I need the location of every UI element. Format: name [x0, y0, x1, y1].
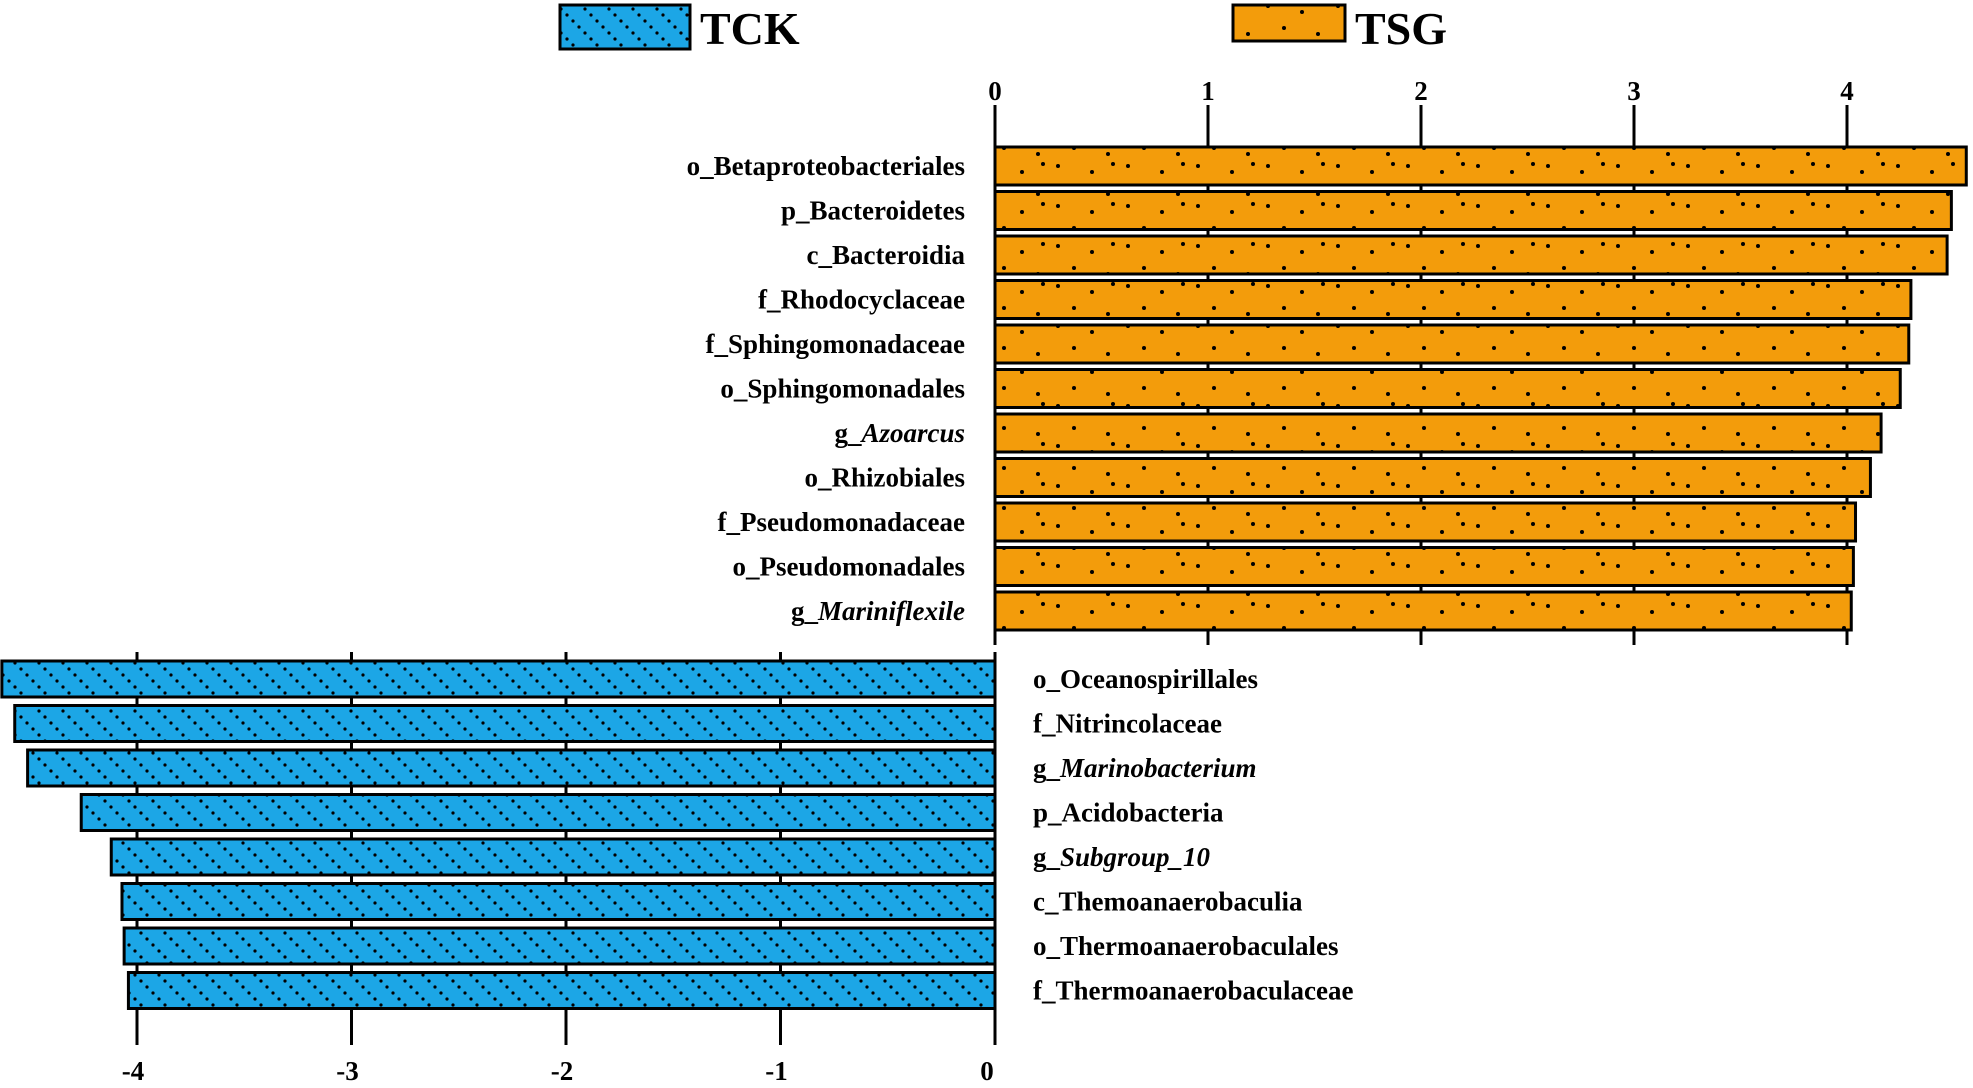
taxon-name: Sphingomonadaceae: [728, 329, 965, 359]
taxon-prefix: f_: [1033, 976, 1056, 1006]
taxon-name: Pseudomonadaceae: [740, 507, 965, 537]
tck-bar: [126, 971, 997, 1010]
tck-bar: [120, 882, 997, 921]
taxon-name: Oceanospirillales: [1060, 664, 1258, 694]
tsg-category-label: f_Sphingomonadaceae: [705, 329, 965, 359]
taxon-name: Azoarcus: [859, 418, 965, 448]
taxon-name: Pseudomonadales: [759, 552, 965, 582]
taxon-prefix: g_: [1033, 753, 1061, 783]
tck-bar: [109, 837, 997, 877]
tck-tick-label: -2: [551, 1056, 574, 1086]
tck-tick-label: 0: [980, 1056, 994, 1086]
tck-category-label: f_Nitrincolaceae: [1033, 709, 1222, 739]
taxon-prefix: f_: [758, 285, 781, 315]
taxon-name: Mariniflexile: [817, 596, 965, 626]
taxon-name: Themoanaerobaculia: [1058, 887, 1303, 917]
tsg-category-label: p_Bacteroidetes: [781, 196, 965, 226]
tsg-bar: [993, 546, 1855, 587]
tsg-bar: [993, 412, 1883, 454]
tsg-category-label: o_Rhizobiales: [804, 463, 965, 493]
tck-tick-label: -4: [122, 1056, 145, 1086]
taxon-prefix: f_: [705, 329, 728, 359]
taxon-name: Thermoanaerobaculaceae: [1056, 976, 1354, 1006]
tsg-bar: [993, 323, 1911, 365]
taxon-prefix: p_: [1033, 798, 1062, 828]
tck-category-label: g_Marinobacterium: [1033, 753, 1257, 783]
taxon-name: Subgroup_10: [1060, 842, 1211, 872]
tsg-category-label: o_Betaproteobacteriales: [687, 151, 965, 181]
taxon-name: Sphingomonadales: [747, 374, 965, 404]
legend-label-tsg: TSG: [1355, 3, 1447, 54]
taxon-prefix: g_: [1033, 842, 1061, 872]
tsg-category-label: f_Pseudomonadaceae: [718, 507, 966, 537]
tsg-bar: [993, 190, 1953, 231]
tsg-bar: [993, 590, 1853, 632]
taxon-prefix: o_: [732, 552, 760, 582]
taxon-prefix: f_: [1033, 709, 1056, 739]
taxon-name: Nitrincolaceae: [1056, 709, 1222, 739]
taxon-prefix: g_: [791, 596, 819, 626]
taxon-prefix: o_: [687, 151, 715, 181]
tck-bar: [26, 748, 997, 788]
tck-category-label: o_Oceanospirillales: [1033, 664, 1258, 694]
tsg-tick-label: 1: [1201, 76, 1215, 106]
taxon-prefix: f_: [718, 507, 741, 537]
taxon-name: Thermoanaerobaculales: [1060, 931, 1339, 961]
tsg-bar: [993, 234, 1949, 276]
tck-category-label: o_Thermoanaerobaculales: [1033, 931, 1339, 961]
taxon-prefix: o_: [804, 463, 832, 493]
tck-category-label: p_Acidobacteria: [1033, 798, 1224, 828]
taxon-prefix: g_: [834, 418, 862, 448]
tck-bar: [79, 793, 997, 832]
tsg-tick-label: 0: [988, 76, 1002, 106]
taxon-prefix: o_: [1033, 931, 1061, 961]
tsg-bar: [993, 279, 1913, 320]
taxon-name: Bacteroidetes: [810, 196, 965, 226]
taxon-prefix: p_: [781, 196, 810, 226]
tsg-bar: [993, 501, 1858, 543]
legend-swatch-tck: [558, 3, 692, 51]
taxon-name: Rhodocyclaceae: [781, 285, 965, 315]
taxon-name: Rhizobiales: [831, 463, 965, 493]
tck-tick-label: -3: [336, 1056, 359, 1086]
taxon-name: Marinobacterium: [1059, 753, 1257, 783]
tck-bar: [0, 659, 997, 699]
taxon-name: Bacteroidia: [832, 240, 965, 270]
taxon-prefix: c_: [1033, 887, 1059, 917]
legend: TCK TSG: [558, 3, 1447, 54]
tck-tick-label: -1: [765, 1056, 788, 1086]
tsg-category-label: o_Pseudomonadales: [732, 552, 965, 582]
tsg-category-label: f_Rhodocyclaceae: [758, 285, 965, 315]
tck-bar: [13, 704, 997, 743]
tsg-bar: [993, 145, 1968, 187]
taxon-prefix: o_: [720, 374, 748, 404]
tsg-tick-label: 2: [1414, 76, 1428, 106]
taxon-name: Acidobacteria: [1062, 798, 1224, 828]
tsg-category-label: o_Sphingomonadales: [720, 374, 965, 404]
tck-category-label: c_Themoanaerobaculia: [1033, 887, 1303, 917]
legend-item-tsg: TSG: [1231, 3, 1447, 54]
taxon-prefix: o_: [1033, 664, 1061, 694]
tsg-category-label: c_Bacteroidia: [807, 240, 966, 270]
tsg-tick-label: 3: [1627, 76, 1641, 106]
tsg-category-label: g_Azoarcus: [834, 418, 965, 448]
legend-label-tck: TCK: [700, 3, 800, 54]
tck-bar: [122, 926, 997, 966]
tsg-category-label: g_Mariniflexile: [791, 596, 965, 626]
tck-category-label: f_Thermoanaerobaculaceae: [1033, 976, 1353, 1006]
tsg-bar: [993, 457, 1872, 498]
taxon-prefix: c_: [807, 240, 833, 270]
legend-item-tck: TCK: [558, 3, 800, 54]
taxon-name: Betaproteobacteriales: [714, 151, 965, 181]
legend-swatch-tsg: [1231, 3, 1347, 43]
tck-category-label: g_Subgroup_10: [1033, 842, 1211, 872]
tsg-bar: [993, 368, 1902, 409]
tsg-tick-label: 4: [1840, 76, 1854, 106]
